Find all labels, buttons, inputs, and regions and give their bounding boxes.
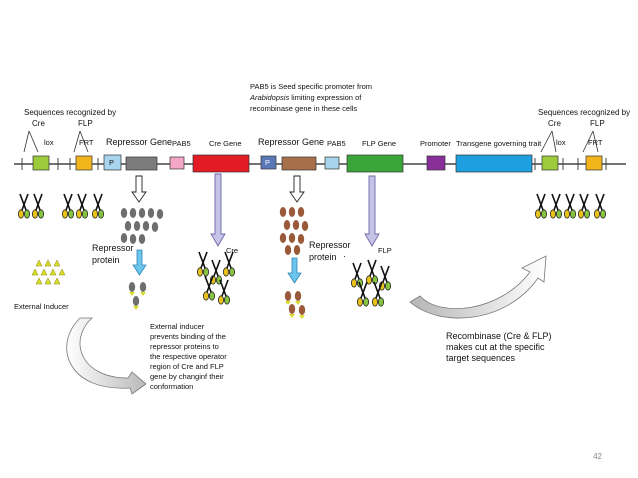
strand-ticks [21, 158, 607, 170]
cre-gene-box [192, 154, 250, 173]
promoter-p-1 [103, 154, 122, 171]
external-inducer-label: External Inducer [14, 302, 69, 311]
inducer-note-line: prevents binding of the [150, 332, 226, 341]
bound-repressor-1 [128, 282, 147, 310]
repressor-gene-2-box [281, 156, 317, 171]
repressor-gene-2-label: Repressor Gene [258, 137, 325, 147]
repressor-protein-cluster-2 [279, 207, 309, 255]
flp-protein-label: FLP [378, 246, 392, 255]
lox-site-right [541, 155, 559, 171]
repressor-gene-1-label: Repressor Gene [106, 137, 173, 147]
inducer-note-line: region of Cre and FLP [150, 362, 224, 371]
dot-mark: · [343, 251, 346, 261]
recombinase-note-line: makes cut at the specific [446, 342, 545, 352]
page-number: 42 [593, 452, 602, 461]
lox-left-label: lox [44, 138, 54, 147]
recombinase-note: Recombinase (Cre & FLP) makes cut at the… [446, 331, 552, 364]
frt-right-label: FRT [588, 138, 603, 147]
pab5-box-1 [169, 156, 185, 170]
repressor-2-down-arrow [289, 175, 305, 203]
cre-gene-label: Cre Gene [209, 139, 242, 148]
pab5-2-label: PAB5 [327, 139, 346, 148]
flp-gene-box [346, 154, 404, 173]
cre-expression-arrow [210, 173, 226, 247]
p2-label: P [265, 158, 271, 167]
promoter-p-2 [260, 155, 277, 170]
repressor-protein-2-line-a: Repressor [309, 240, 351, 250]
flp-gene-label: FLP Gene [362, 139, 397, 148]
transgene-label: Transgene governing trait [456, 139, 542, 148]
cre-protein-label: Cre [226, 246, 239, 255]
lox-right-label: lox [556, 138, 566, 147]
repressor-gene-1-box [125, 156, 158, 171]
external-inducer-triangles [31, 259, 66, 285]
flp-expression-arrow [364, 175, 380, 247]
top-note-line-3: recombinase gene in these cells [250, 104, 358, 113]
top-note-line-2-rest: limiting expression of [289, 93, 362, 102]
right-header-cre: Cre [548, 119, 561, 128]
pab5-1-label: PAB5 [172, 139, 191, 148]
transgene-box [455, 154, 533, 173]
repressor-1-down-arrow [131, 175, 147, 203]
promoter-label: Promoter [420, 139, 451, 148]
inducer-note-line: the respective operator [150, 352, 227, 361]
inducer-action-curve-arrow [66, 317, 147, 395]
repressor-protein-cluster-1 [120, 208, 164, 244]
repressor-protein-1-line-a: Repressor [92, 243, 134, 253]
repressor-protein-2-line-b: protein [309, 252, 337, 262]
repressor-1-binding-arrow [132, 249, 147, 276]
left-header-title: Sequences recognized by [24, 108, 117, 117]
left-header-flp: FLP [78, 119, 93, 128]
scissors-left [17, 193, 105, 219]
right-header-title: Sequences recognized by [538, 108, 631, 117]
p1-label: P [109, 158, 115, 167]
inducer-note-line: repressor proteins to [150, 342, 219, 351]
top-note-line-2: Arabidopsis limiting expression of [250, 93, 361, 103]
left-header-cre: Cre [32, 119, 45, 128]
inducer-note-line: External inducer [150, 322, 205, 331]
recombinase-action-curve-arrow [409, 255, 547, 319]
scissors-right [534, 193, 607, 219]
frt-site-left [75, 155, 93, 171]
right-recognition-brackets [540, 130, 599, 153]
right-header-flp: FLP [590, 119, 605, 128]
frt-left-label: FRT [79, 138, 94, 147]
bound-repressor-2 [284, 291, 306, 319]
recombinase-note-line: Recombinase (Cre & FLP) [446, 331, 552, 341]
promoter-box [426, 155, 446, 171]
top-note-italic: Arabidopsis [250, 93, 290, 102]
inducer-note-line: gene by changinf their [150, 372, 224, 381]
scissors-flp-enzymes [350, 259, 392, 308]
top-note-line-1: PAB5 is Seed specific promoter from [250, 82, 372, 91]
pab5-box-2 [324, 156, 340, 170]
left-recognition-brackets [23, 130, 89, 153]
repressor-2-binding-arrow [287, 257, 302, 284]
recombinase-note-line: target sequences [446, 353, 516, 363]
lox-site-left [32, 155, 50, 171]
inducer-note-line: conformation [150, 382, 194, 391]
repressor-protein-1-line-b: protein [92, 255, 120, 265]
frt-site-right [585, 155, 603, 171]
inducer-note: External inducer prevents binding of the… [150, 322, 227, 392]
scissors-cre-enzymes [196, 251, 236, 306]
